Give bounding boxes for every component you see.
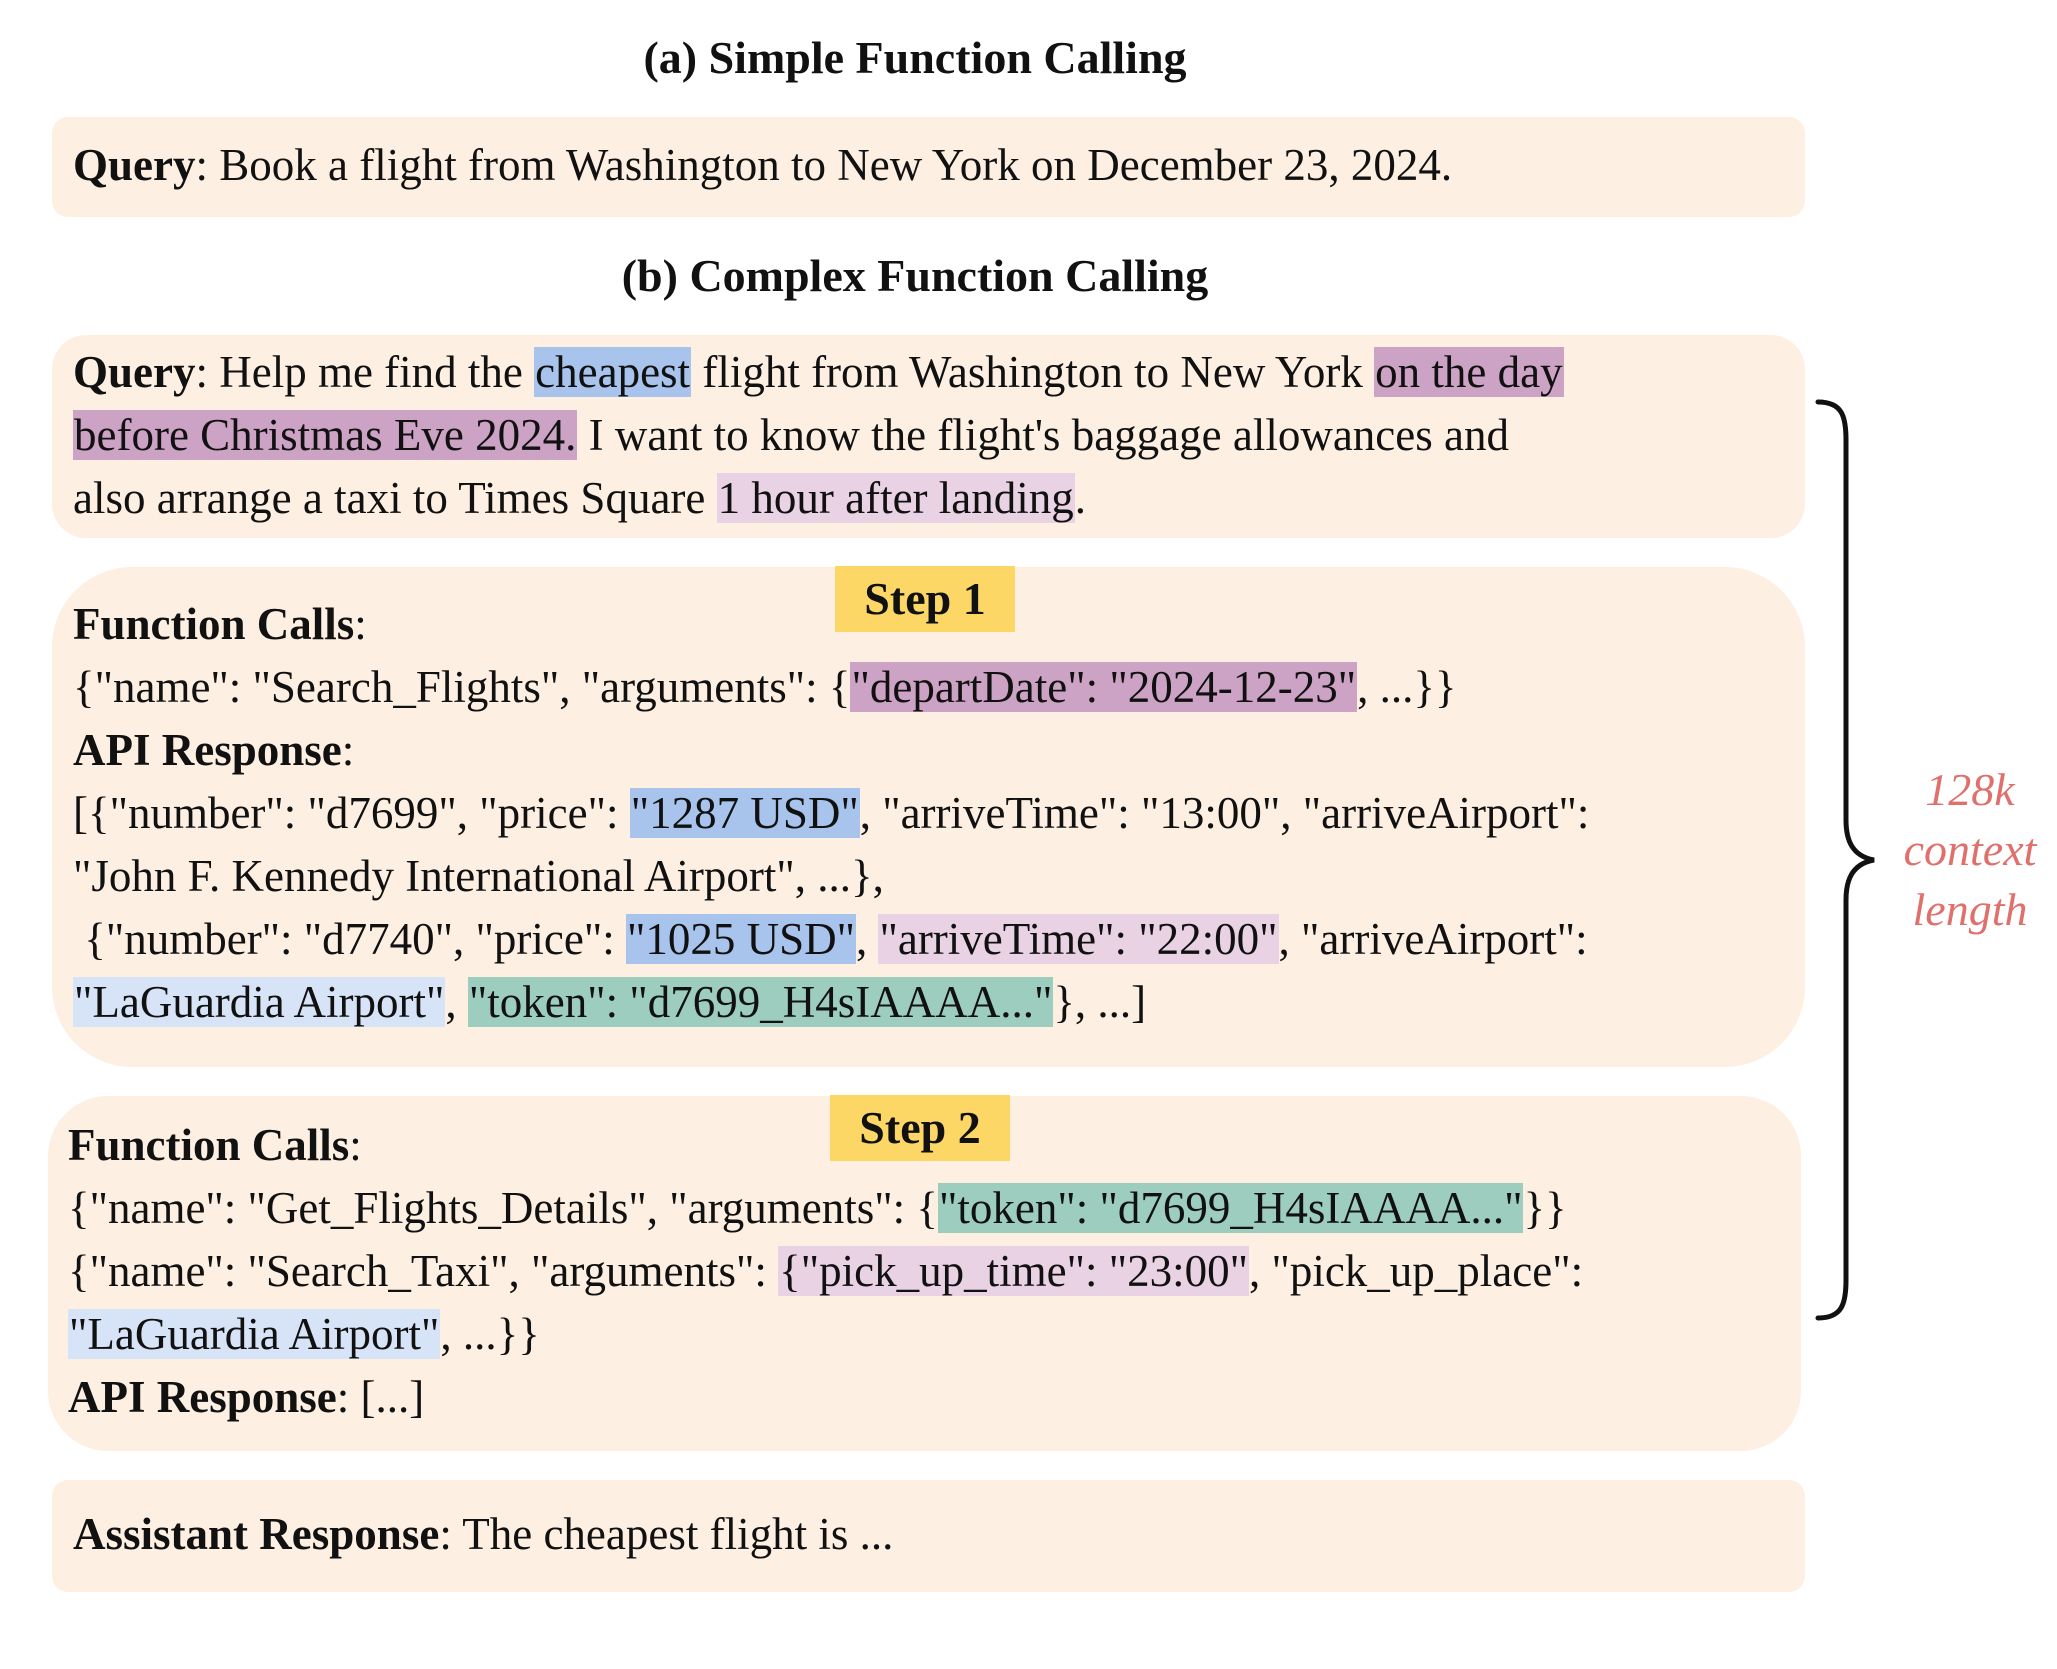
colon: : <box>341 725 355 775</box>
step2-api: API Response: [...] <box>68 1366 424 1429</box>
response-part: }, ...] <box>1053 977 1147 1027</box>
call-part: , "pick_up_place": <box>1248 1246 1584 1296</box>
api-response-label: API Response <box>73 725 342 775</box>
title-simple: (a) Simple Function Calling <box>643 32 1187 83</box>
complex-query-line-1: Query: Help me find the cheapest flight … <box>73 341 1564 404</box>
step1-api-label: API Response: <box>73 719 354 782</box>
context-line-1: 128k <box>1925 764 2015 815</box>
context-line-2: context <box>1903 824 2037 875</box>
step1-response-line-3: {"number": "d7740", "price": "1025 USD",… <box>73 908 1588 971</box>
assistant-text: : The cheapest flight is ... <box>439 1509 894 1559</box>
title-complex: (b) Complex Function Calling <box>621 250 1209 301</box>
simple-query-text: : Book a flight from Washington to New Y… <box>195 140 1453 190</box>
query-part: I want to know the flight's baggage allo… <box>577 410 1509 460</box>
call-part: {"name": "Search_Taxi", "arguments": <box>68 1246 779 1296</box>
step2-call-2: {"name": "Search_Taxi", "arguments": {"p… <box>68 1240 1583 1303</box>
query-part: . <box>1074 473 1087 523</box>
query-label: Query <box>73 140 196 190</box>
step1-fc-label: Function Calls: <box>73 593 367 656</box>
highlight-arrivetime: "arriveTime": "22:00" <box>878 914 1279 964</box>
context-line-3: length <box>1912 884 2028 935</box>
step2-fc-label: Function Calls: <box>68 1114 362 1177</box>
complex-query-line-3: also arrange a taxi to Times Square 1 ho… <box>73 467 1086 530</box>
highlight-date-a: on the day <box>1374 347 1564 397</box>
highlight-token: "token": "d7699_H4sIAAAA..." <box>467 977 1054 1027</box>
call-part: , ...}} <box>1357 662 1457 712</box>
highlight-price-1025: "1025 USD" <box>625 914 856 964</box>
colon: : <box>354 599 367 649</box>
query-label: Query <box>73 347 196 397</box>
assistant-box <box>52 1480 1805 1592</box>
step2-call-1: {"name": "Get_Flights_Details", "argumen… <box>68 1177 1567 1240</box>
function-calls-label: Function Calls <box>68 1120 350 1170</box>
call-part: {"name": "Search_Flights", "arguments": … <box>73 662 851 712</box>
context-length-annotation: 128k context length <box>1870 760 2057 940</box>
step1-badge: Step 1 <box>835 566 1015 632</box>
highlight-pickup-time: {"pick_up_time": "23:00" <box>778 1246 1249 1296</box>
response-part: {"number": "d7740", "price": <box>73 914 626 964</box>
context-brace <box>1815 399 1875 1321</box>
call-part: , ...}} <box>440 1309 540 1359</box>
call-part: {"name": "Get_Flights_Details", "argumen… <box>68 1183 938 1233</box>
step1-response-line-1: [{"number": "d7699", "price": "1287 USD"… <box>73 782 1589 845</box>
response-part: , <box>445 977 468 1027</box>
highlight-time: 1 hour after landing <box>716 473 1075 523</box>
step1-call: {"name": "Search_Flights", "arguments": … <box>73 656 1457 719</box>
step2-call-3: "LaGuardia Airport", ...}} <box>68 1303 540 1366</box>
highlight-date-b: before Christmas Eve 2024. <box>73 410 578 460</box>
highlight-departdate: "departDate": "2024-12-23" <box>850 662 1358 712</box>
colon: : <box>349 1120 362 1170</box>
call-part: }} <box>1523 1183 1567 1233</box>
assistant-label: Assistant Response <box>73 1509 440 1559</box>
simple-query: Query: Book a flight from Washington to … <box>73 134 1452 197</box>
response-part: [{"number": "d7699", "price": <box>73 788 630 838</box>
response-part: , <box>855 914 879 964</box>
complex-query-line-2: before Christmas Eve 2024. I want to kno… <box>73 404 1509 467</box>
api-response-text: : [...] <box>336 1372 425 1422</box>
query-part: : Help me find the <box>195 347 535 397</box>
highlight-laguardia: "LaGuardia Airport" <box>68 1309 441 1359</box>
highlight-price-1287: "1287 USD" <box>629 788 860 838</box>
simple-query-box <box>52 117 1805 217</box>
assistant-response: Assistant Response: The cheapest flight … <box>73 1503 893 1566</box>
query-part: flight from Washington to New York <box>691 347 1375 397</box>
highlight-cheapest: cheapest <box>534 347 692 397</box>
highlight-token: "token": "d7699_H4sIAAAA..." <box>938 1183 1524 1233</box>
response-part: , "arriveAirport": <box>1278 914 1588 964</box>
step1-response-line-4: "LaGuardia Airport", "token": "d7699_H4s… <box>73 971 1146 1034</box>
step2-badge: Step 2 <box>830 1095 1010 1161</box>
function-calls-label: Function Calls <box>73 599 355 649</box>
query-part: also arrange a taxi to Times Square <box>73 473 717 523</box>
response-part: , "arriveTime": "13:00", "arriveAirport"… <box>859 788 1590 838</box>
api-response-label: API Response <box>68 1372 337 1422</box>
highlight-laguardia: "LaGuardia Airport" <box>73 977 446 1027</box>
step1-response-line-2: "John F. Kennedy International Airport",… <box>73 851 884 901</box>
